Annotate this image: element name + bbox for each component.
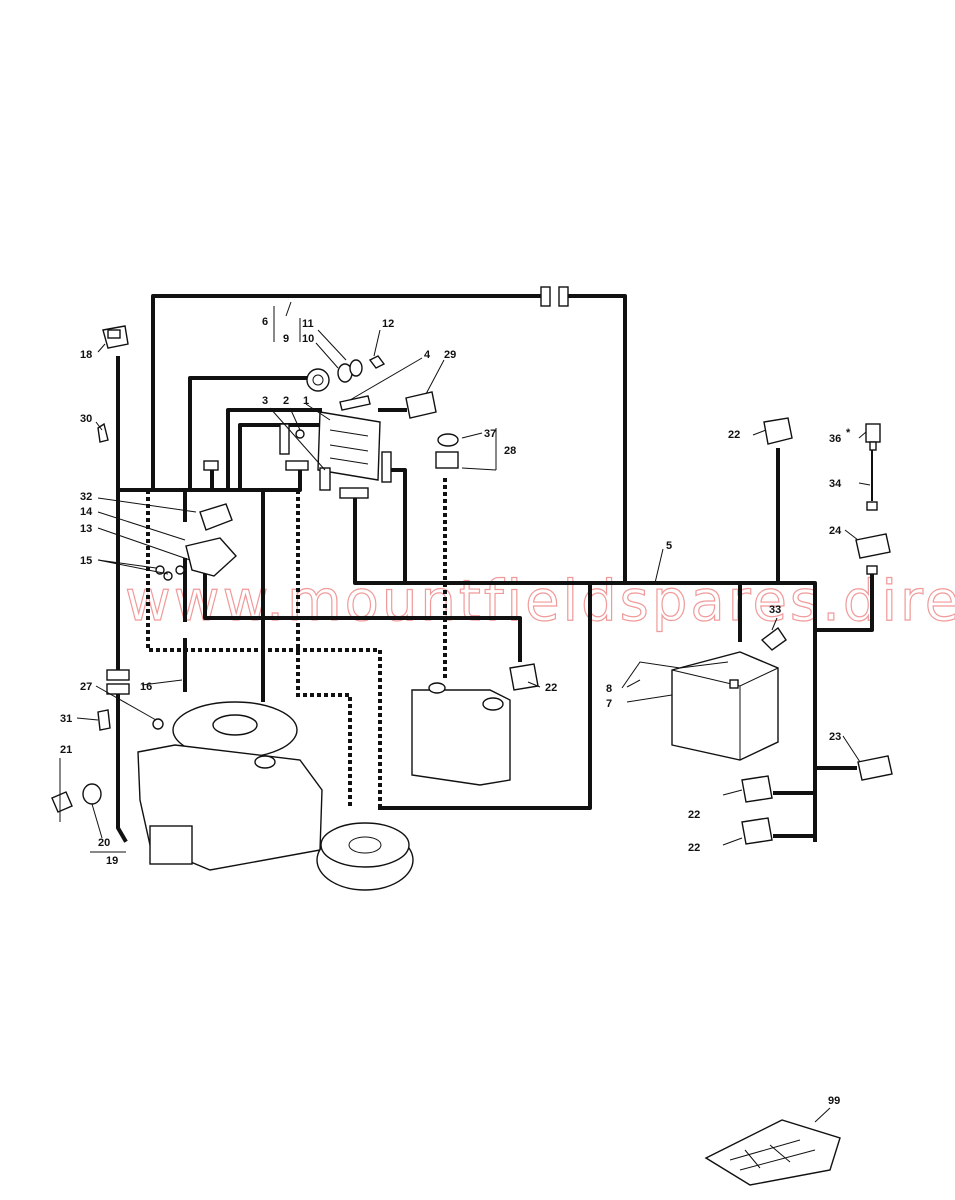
- connector-top-left: [540, 286, 551, 307]
- key-switch-icon: [306, 355, 386, 392]
- label-22-lower-b: 22: [688, 842, 700, 854]
- label-34: 34: [829, 478, 842, 490]
- bulb-holder-21-icon: [51, 709, 164, 813]
- label-22-top: 22: [728, 429, 740, 441]
- wire-top-loop: [151, 294, 627, 585]
- connector-top-right: [558, 286, 569, 307]
- label-4: 4: [424, 349, 431, 361]
- label-2: 2: [283, 395, 289, 407]
- wire-return-loop: [203, 568, 522, 662]
- label-15: 15: [80, 555, 92, 567]
- label-29: 29: [444, 349, 456, 361]
- wire-board-a: [226, 408, 322, 492]
- label-31: 31: [60, 713, 72, 725]
- label-32: 32: [80, 491, 92, 503]
- label-22-mid: 22: [545, 682, 557, 694]
- label-36: 36: [829, 433, 841, 445]
- label-16: 16: [140, 681, 152, 693]
- fuel-tank-icon: [411, 682, 511, 786]
- label-21: 21: [60, 744, 72, 756]
- wire-right-board: [383, 468, 407, 585]
- label-33: 33: [769, 604, 781, 616]
- label-23: 23: [829, 731, 841, 743]
- switch-18-icon: [102, 325, 129, 349]
- wire-24: [813, 573, 874, 632]
- wire-main-trunk: [353, 488, 817, 842]
- engine-icon: [137, 701, 323, 871]
- label-12: 12: [382, 318, 394, 330]
- label-6: 6: [262, 316, 268, 328]
- label-20: 20: [98, 837, 110, 849]
- connector-24: [866, 565, 878, 575]
- label-24: 24: [829, 525, 842, 537]
- connector-34: [866, 501, 878, 511]
- switch-22-lower-b-icon: [741, 817, 773, 845]
- label-36-star: *: [846, 427, 851, 439]
- solenoid-icon: [155, 503, 237, 581]
- connector-left-b: [106, 683, 130, 695]
- hardware-kit-icon: [704, 1119, 841, 1186]
- label-18: 18: [80, 349, 92, 361]
- dashed-wire-inner: [296, 490, 352, 808]
- label-27: 27: [80, 681, 92, 693]
- relay-24-icon: [855, 533, 891, 559]
- watermark: www.mountfieldspares.direct: [125, 569, 955, 634]
- switch-28-icon: [435, 433, 459, 469]
- label-11: 11: [302, 318, 314, 330]
- label-5: 5: [666, 540, 672, 552]
- wire-board-b: [238, 423, 322, 492]
- wire-harness-left: [116, 468, 302, 492]
- label-37: 37: [484, 428, 496, 440]
- label-7: 7: [606, 698, 612, 710]
- label-1: 1: [303, 395, 309, 407]
- label-28: 28: [504, 445, 516, 457]
- label-8: 8: [606, 683, 612, 695]
- switch-22-mid-icon: [509, 663, 539, 691]
- label-9: 9: [283, 333, 289, 345]
- leader-lines: [59, 301, 871, 1123]
- label-30: 30: [80, 413, 92, 425]
- label-22-lower-a: 22: [688, 809, 700, 821]
- control-board-1-icon: [317, 411, 381, 481]
- connector-board-4: [339, 487, 369, 499]
- fuse-4-icon: [339, 395, 371, 411]
- electric-clutch-icon: [316, 822, 414, 891]
- wire-left-vertical: [116, 488, 128, 843]
- relay-23-icon: [857, 755, 893, 781]
- label-13: 13: [80, 523, 92, 535]
- part-labels: 1 2 3 4 5 6 7 8 9 10 11 12 13 14 15 16 1…: [60, 316, 851, 1107]
- switch-22-lower-a-icon: [741, 775, 773, 803]
- switch-22-top-icon: [763, 417, 793, 445]
- label-19: 19: [106, 855, 118, 867]
- connector-board-5: [381, 451, 392, 483]
- wire-pto: [378, 581, 592, 810]
- screw-2-icon: [295, 429, 305, 439]
- wire-key-switch: [188, 376, 307, 492]
- label-14: 14: [80, 506, 93, 518]
- connector-board-3: [203, 460, 219, 471]
- relay-29-icon: [405, 391, 437, 419]
- label-10: 10: [302, 333, 314, 345]
- connector-board-2: [285, 460, 309, 471]
- connector-left-a: [106, 669, 130, 681]
- battery-icon: [621, 626, 787, 761]
- label-99: 99: [828, 1095, 840, 1107]
- label-3: 3: [262, 395, 268, 407]
- diode-3-icon: [319, 467, 331, 491]
- wiring-harness: [106, 286, 878, 843]
- sensor-36-icon: [865, 423, 881, 451]
